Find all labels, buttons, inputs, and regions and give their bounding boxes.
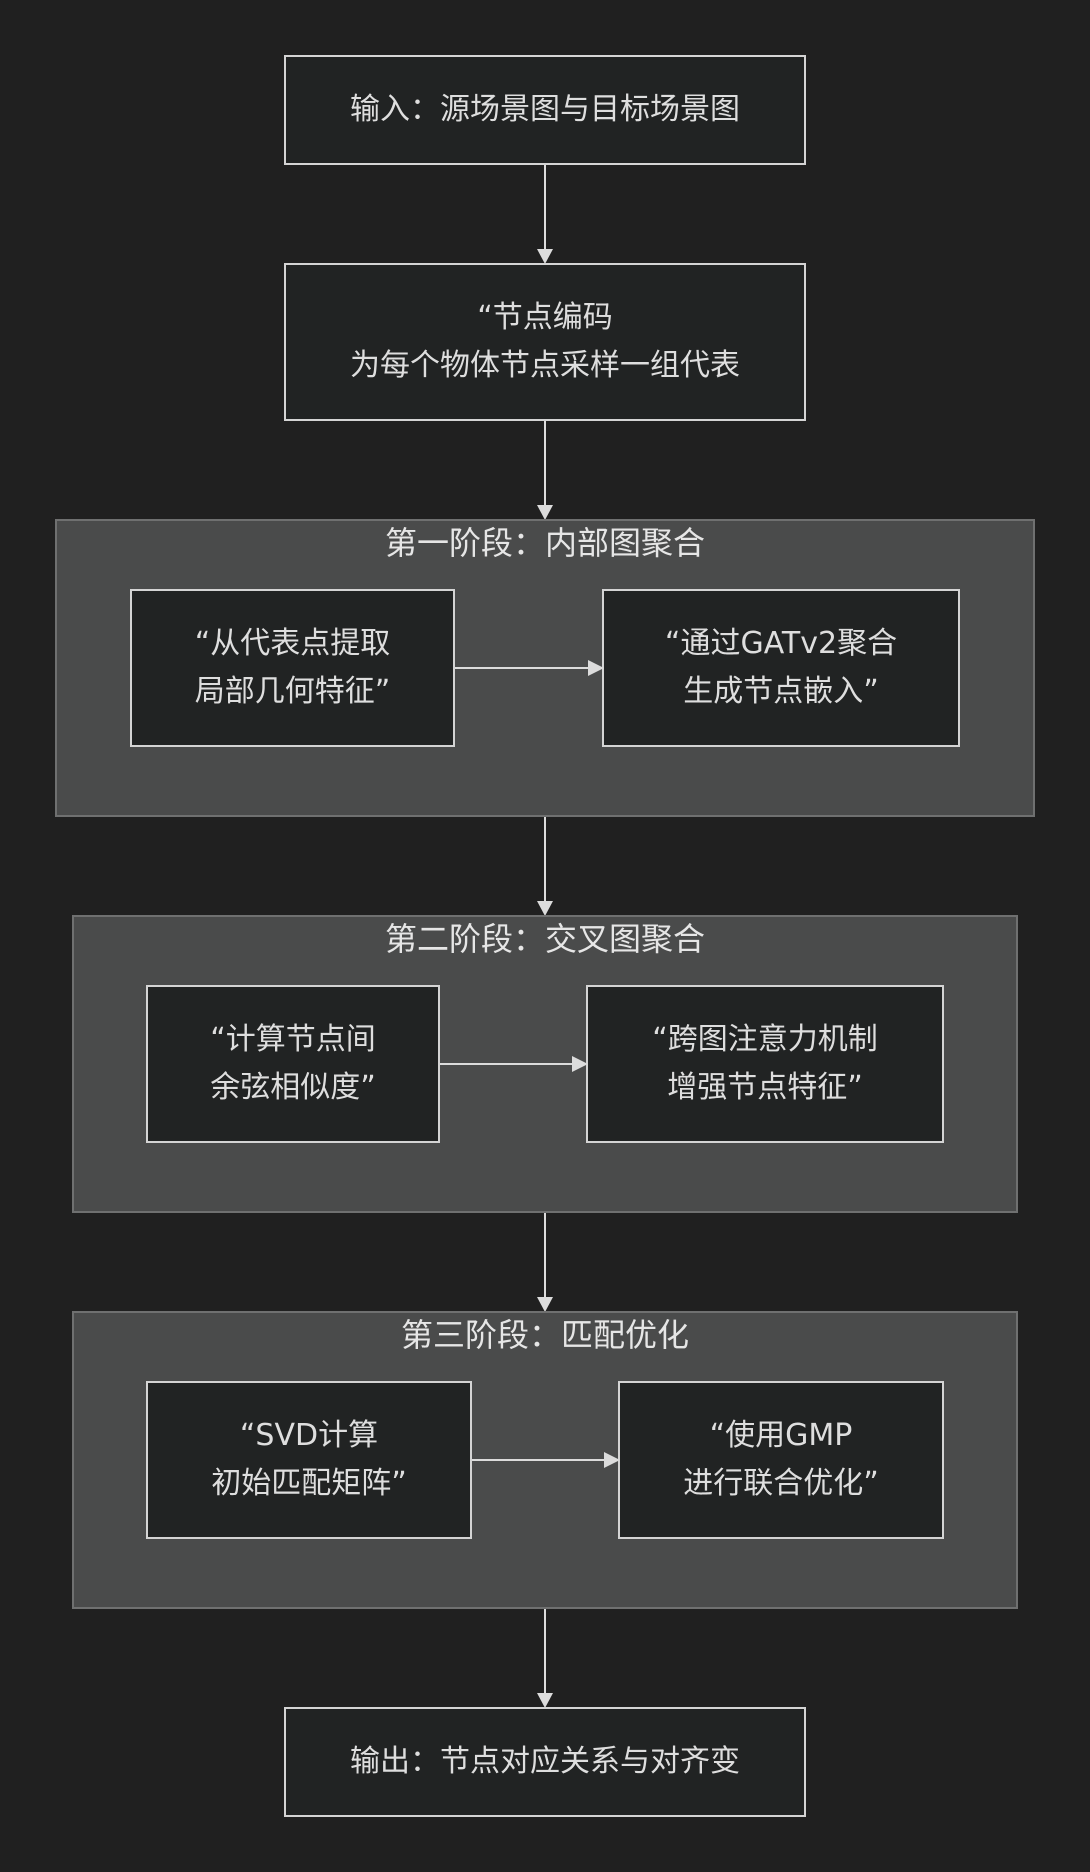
stage2-attention-label: “跨图注意力机制 增强节点特征” bbox=[652, 1022, 878, 1105]
stage2-attention-node: “跨图注意力机制 增强节点特征” bbox=[586, 985, 944, 1143]
stage3-svd-label: “SVD计算 初始匹配矩阵” bbox=[211, 1418, 407, 1501]
edge-stage2-to-stage3 bbox=[537, 1213, 553, 1312]
stage1-extract-label: “从代表点提取 局部几何特征” bbox=[194, 626, 391, 709]
output-node-label: 输出：节点对应关系与对齐变 bbox=[350, 1744, 740, 1779]
stage3-gmp-node: “使用GMP 进行联合优化” bbox=[618, 1381, 944, 1539]
stage1-extract-node: “从代表点提取 局部几何特征” bbox=[130, 589, 455, 747]
stage1-title: 第一阶段：内部图聚合 bbox=[384, 524, 705, 562]
stage2-cosine-label: “计算节点间 余弦相似度” bbox=[210, 1022, 376, 1105]
stage3-title: 第三阶段：匹配优化 bbox=[400, 1316, 689, 1354]
edge-svd-to-gmp bbox=[472, 1452, 620, 1468]
edge-input-to-encode bbox=[537, 164, 553, 264]
edge-extract-to-gat bbox=[455, 660, 604, 676]
edge-stage3-to-output bbox=[537, 1609, 553, 1708]
stage2-cosine-node: “计算节点间 余弦相似度” bbox=[146, 985, 440, 1143]
input-node: 输入：源场景图与目标场景图 bbox=[284, 55, 806, 165]
stage2-title: 第二阶段：交叉图聚合 bbox=[384, 920, 705, 958]
output-node: 输出：节点对应关系与对齐变 bbox=[284, 1707, 806, 1817]
stage3-svd-node: “SVD计算 初始匹配矩阵” bbox=[146, 1381, 472, 1539]
input-node-label: 输入：源场景图与目标场景图 bbox=[350, 92, 740, 127]
edge-encode-to-stage1 bbox=[537, 421, 553, 520]
edge-cosine-to-attention bbox=[440, 1056, 588, 1072]
edge-stage1-to-stage2 bbox=[537, 817, 553, 916]
node-encoding-node: “节点编码 为每个物体节点采样一组代表 bbox=[284, 263, 806, 421]
stage1-gat-node: “通过GATv2聚合 生成节点嵌入” bbox=[602, 589, 960, 747]
stage3-gmp-label: “使用GMP 进行联合优化” bbox=[683, 1418, 879, 1501]
node-encoding-label: “节点编码 为每个物体节点采样一组代表 bbox=[350, 300, 740, 383]
stage1-gat-label: “通过GATv2聚合 生成节点嵌入” bbox=[664, 626, 898, 709]
